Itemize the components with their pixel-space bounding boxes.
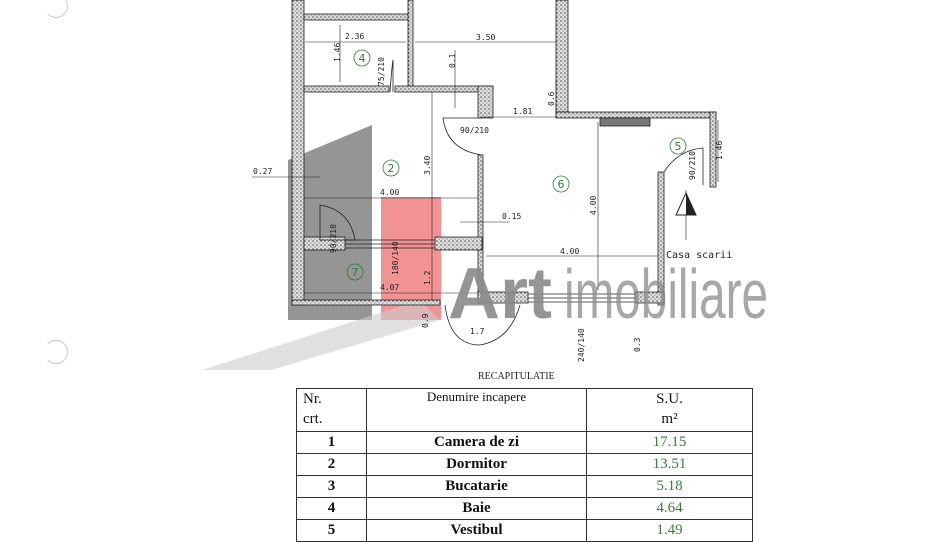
header-name: Denumire incapere <box>366 388 587 432</box>
table-caption: RECAPITULATIE <box>478 371 555 382</box>
row-area: 13.51 <box>586 453 753 476</box>
row-name: Vestibul <box>366 519 587 542</box>
dimension-label: 2.36 <box>345 32 364 41</box>
row-area: 5.18 <box>586 475 753 498</box>
room-number: 5 <box>675 140 682 153</box>
dimension-label: 1.2 <box>423 270 432 285</box>
binder-hole <box>44 0 68 18</box>
dimension-label: 3.40 <box>423 156 432 175</box>
dimension-label: 1.81 <box>513 107 532 116</box>
dimension-label: 1.7 <box>470 327 485 336</box>
row-nr: 3 <box>296 475 367 498</box>
door-label: 240/140 <box>577 328 586 362</box>
room-labels <box>346 49 687 281</box>
room-number: 6 <box>558 178 565 191</box>
door-swings <box>319 59 704 346</box>
watermark-logo <box>202 125 441 370</box>
dimension-label: 0.9 <box>421 313 430 328</box>
watermark-suffix: imobiliare <box>564 255 768 333</box>
row-nr: 4 <box>296 497 367 520</box>
dimension-label: 0.1 <box>448 53 457 68</box>
door-label: 90/210 <box>688 151 697 180</box>
header-crt: crt. <box>303 411 323 427</box>
row-nr: 5 <box>296 519 367 542</box>
row-nr: 2 <box>296 453 367 476</box>
dimension-label: 4.07 <box>380 283 399 292</box>
header-unit: m² <box>661 411 678 427</box>
row-area: 1.49 <box>586 519 753 542</box>
dimension-label: 0.15 <box>502 212 521 221</box>
dimension-label: 4.00 <box>560 247 579 256</box>
watermark-brand: Art <box>448 254 552 334</box>
door-label: 90/210 <box>460 126 489 135</box>
dimension-label: 1.46 <box>715 141 724 160</box>
header-su: S.U. <box>656 391 683 407</box>
header-nr: Nr. <box>303 391 322 407</box>
dimension-label: 1.46 <box>333 43 342 62</box>
dimension-lines <box>252 25 719 300</box>
row-area: 17.15 <box>586 431 753 454</box>
walls <box>291 0 717 306</box>
door-label: 90/210 <box>329 224 338 253</box>
stair-label: Casa scarii <box>666 250 732 261</box>
row-name: Bucatarie <box>366 475 587 498</box>
row-nr: 1 <box>296 431 367 454</box>
dimension-label: 3.50 <box>476 33 495 42</box>
north-arrow-shade <box>686 193 696 215</box>
row-name: Baie <box>366 497 587 520</box>
row-name: Dormitor <box>366 453 587 476</box>
room-number: 2 <box>388 162 395 175</box>
room-number: 7 <box>352 266 359 279</box>
dimension-label: 4.00 <box>380 188 399 197</box>
floor-plan: 2 4 5 6 7 2.36 3.50 1.46 0.1 1.81 0.6 3.… <box>202 0 768 370</box>
room-number: 4 <box>359 52 366 65</box>
row-area: 4.64 <box>586 497 753 520</box>
table-header: Nr. crt. Denumire incapere S.U. m² <box>296 388 753 432</box>
binder-hole <box>44 340 68 364</box>
dimension-label: 0.6 <box>547 91 556 106</box>
door-label: 75/210 <box>377 57 386 86</box>
dimension-label: 4.00 <box>589 196 598 215</box>
door-label: 180/140 <box>391 241 400 275</box>
row-name: Camera de zi <box>366 431 587 454</box>
dimension-label: 0.27 <box>253 167 272 176</box>
dimension-label: 0.3 <box>633 337 642 352</box>
windows <box>345 117 651 303</box>
